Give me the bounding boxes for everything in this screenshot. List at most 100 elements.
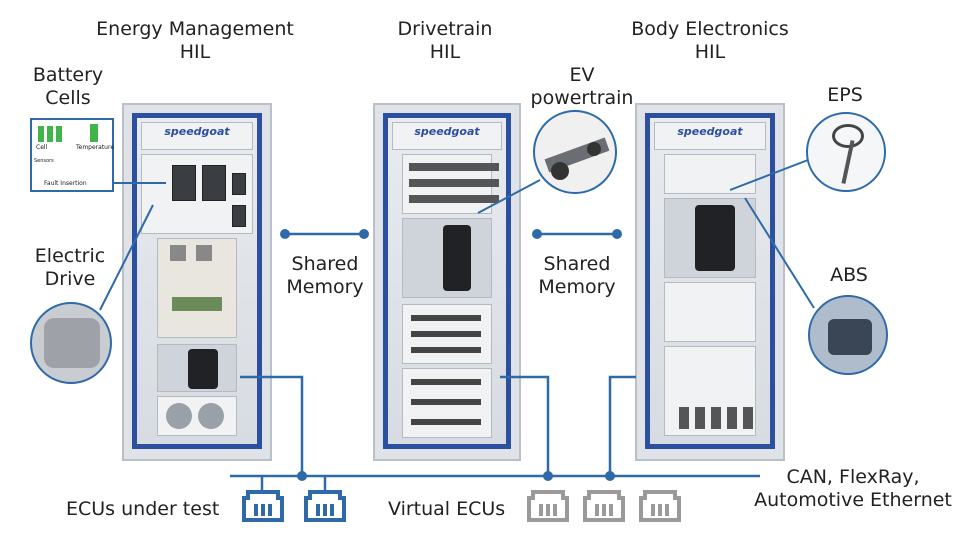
ecu-under-test-icon <box>242 490 284 522</box>
connector-block <box>711 407 721 429</box>
rack-frame: speedgoat <box>383 113 511 449</box>
drivetrain-rack: speedgoat <box>373 103 521 461</box>
label-line: Electric <box>34 245 106 267</box>
eps-label: EPS <box>820 84 870 107</box>
fan-vent <box>196 245 212 261</box>
battery-inset-cell-label: Cell <box>36 144 48 151</box>
bus-node <box>297 471 307 481</box>
drivetrain-hil-title: Drivetrain HIL <box>375 18 515 64</box>
label-line: EV <box>569 64 595 86</box>
rack-brand: speedgoat <box>164 125 230 138</box>
battery-cells-label: Battery Cells <box>18 64 118 110</box>
cable-bundle <box>188 349 218 389</box>
virtual-ecu-icon <box>583 490 625 522</box>
connector-strip <box>411 347 481 353</box>
fan-vent <box>170 245 186 261</box>
cell-bar <box>56 126 62 142</box>
connector-module <box>172 165 196 201</box>
temperature-bar <box>90 124 98 142</box>
cable-bundle <box>695 205 735 271</box>
bus-drop-rack3 <box>608 375 636 476</box>
cell-bar <box>47 126 53 142</box>
electric-drive-pointer <box>99 204 154 311</box>
shared-memory-label-1: Shared Memory <box>280 253 370 299</box>
label-line: Shared <box>543 253 611 275</box>
rack-cable-panel <box>402 218 492 298</box>
bus-node <box>543 471 553 481</box>
title-line: HIL <box>179 41 211 63</box>
virtual-ecu-icon <box>527 490 569 522</box>
title-line: Body Electronics <box>631 18 789 40</box>
electric-drive-image <box>30 302 112 384</box>
connector-strip <box>411 331 481 337</box>
connector-block <box>727 407 737 429</box>
shared-memory-label-2: Shared Memory <box>532 253 622 299</box>
virtual-ecu-icon <box>639 490 681 522</box>
electric-drive-label: Electric Drive <box>20 245 120 291</box>
rack-frame: speedgoat <box>132 113 262 449</box>
label-line: EPS <box>827 84 863 106</box>
label-line: Memory <box>538 276 616 298</box>
label-line: Battery <box>32 64 104 86</box>
fan-grille <box>198 403 224 429</box>
rack-io-panel <box>664 154 756 194</box>
rack-frame: speedgoat <box>645 113 775 449</box>
title-line: Drivetrain <box>397 18 493 40</box>
rack-top-panel: speedgoat <box>392 122 502 150</box>
connector-module <box>202 165 226 201</box>
rack-connector-panel <box>402 304 492 364</box>
bus-drop-rack2 <box>500 375 550 476</box>
cable-bundle <box>443 225 471 291</box>
connector-strip <box>411 399 481 405</box>
link-node <box>359 229 369 239</box>
abs-image <box>808 295 888 375</box>
connector-module <box>232 173 246 195</box>
link-node <box>280 229 290 239</box>
ev-powertrain-label: EV powertrain <box>522 64 642 110</box>
ecus-under-test-label: ECUs under test <box>66 498 220 520</box>
rack-top-panel: speedgoat <box>654 122 766 150</box>
connector-block <box>695 407 705 429</box>
brake-assembly <box>828 319 872 355</box>
indicator-row <box>409 179 499 187</box>
rack-connector-panel <box>402 368 492 438</box>
ev-pointer <box>477 179 541 214</box>
ecu-under-test-icon <box>304 490 346 522</box>
indicator-row <box>409 195 499 203</box>
label-line: Cells <box>45 87 91 109</box>
rack-fan-panel <box>157 396 237 436</box>
link-node <box>612 229 622 239</box>
bus-node <box>605 471 615 481</box>
rack-top-panel: speedgoat <box>141 122 253 150</box>
virtual-ecus-label: Virtual ECUs <box>388 498 506 520</box>
title-line: HIL <box>694 41 726 63</box>
label-line: Shared <box>291 253 359 275</box>
abs-label: ABS <box>824 264 874 287</box>
rack-cable-panel <box>664 198 756 278</box>
eps-pointer <box>729 159 809 191</box>
battery-inset-fault-label: Fault Insertion <box>44 180 87 187</box>
circuit-board <box>172 297 222 311</box>
ev-powertrain-image <box>533 110 617 194</box>
bus-drop-rack1 <box>240 375 304 476</box>
energy-management-hil-title: Energy Management HIL <box>90 18 300 64</box>
rack-brand: speedgoat <box>677 125 743 138</box>
connector-strip <box>411 379 481 385</box>
abs-pointer <box>744 197 815 309</box>
title-line: HIL <box>429 41 461 63</box>
connector-block <box>743 407 753 429</box>
energy-management-rack: speedgoat <box>122 103 272 461</box>
label-line: Automotive Ethernet <box>754 489 952 511</box>
label-line: ABS <box>830 264 868 286</box>
label-line: CAN, FlexRay, <box>786 466 920 488</box>
fan-grille <box>166 403 192 429</box>
rack-board-panel <box>157 238 237 338</box>
rack-io-panel <box>402 154 499 214</box>
rack-brand: speedgoat <box>414 125 480 138</box>
motor-shape <box>44 318 100 368</box>
rack-connector-panel <box>664 346 756 436</box>
cell-bar <box>38 126 44 142</box>
rack-cable-panel <box>157 344 237 392</box>
body-electronics-hil-title: Body Electronics HIL <box>620 18 800 64</box>
